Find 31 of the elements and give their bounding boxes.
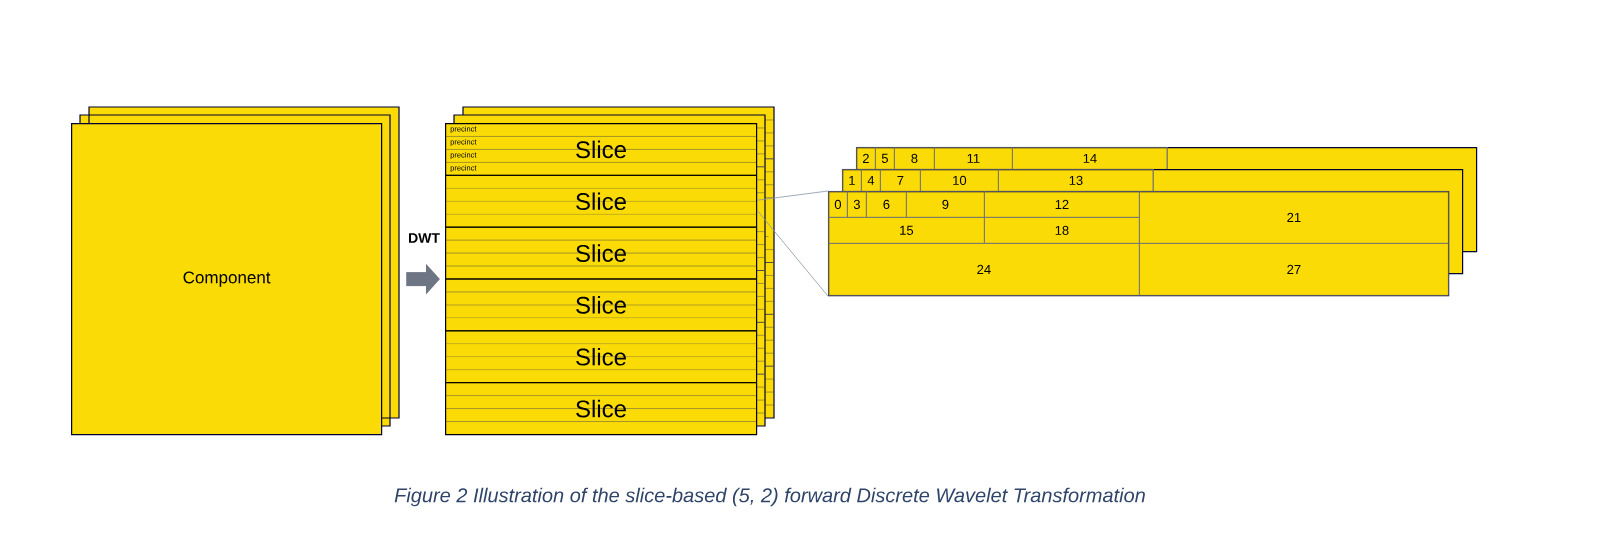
caption: Figure 2 Illustration of the slice-based (5, 2) forward Discrete Wavelet Transformation — [394, 487, 1145, 507]
subband-cell: 0 — [828, 191, 848, 218]
subband-cell: 27 — [1139, 243, 1449, 296]
subband-cell: 11 — [934, 147, 1013, 170]
component-square: Component — [71, 123, 383, 436]
subband-plane — [828, 191, 1450, 297]
subband-cell: 6 — [866, 191, 907, 218]
edge-label: DWT — [409, 233, 440, 243]
subband-cell: 4 — [861, 169, 881, 192]
slice-band: Slice — [445, 174, 757, 228]
subband-cell: 13 — [998, 169, 1154, 192]
subband-cell: 9 — [906, 191, 985, 218]
slice-band: Slice — [445, 226, 757, 280]
leader-line — [756, 209, 829, 297]
subband-cell: 18 — [984, 217, 1140, 244]
subband-cell: 21 — [1139, 191, 1449, 244]
subband-cell: 5 — [875, 147, 895, 170]
leader-line — [756, 190, 829, 201]
slice-band: Slice — [445, 382, 757, 435]
slice-band: Slice — [445, 330, 757, 384]
subband-cell: 12 — [984, 191, 1140, 218]
subband-cell: 10 — [920, 169, 999, 192]
subband-cell: 24 — [828, 243, 1140, 296]
subband-cell: 8 — [894, 147, 935, 170]
slice-band: Slice — [445, 278, 757, 332]
subband-cell: 7 — [880, 169, 921, 192]
subband-cell: 14 — [1012, 147, 1168, 170]
subband-cell: 1 — [842, 169, 862, 192]
subband-cell: 3 — [847, 191, 867, 218]
subband-cell: 15 — [828, 217, 985, 244]
subband-cell: 2 — [856, 147, 876, 170]
